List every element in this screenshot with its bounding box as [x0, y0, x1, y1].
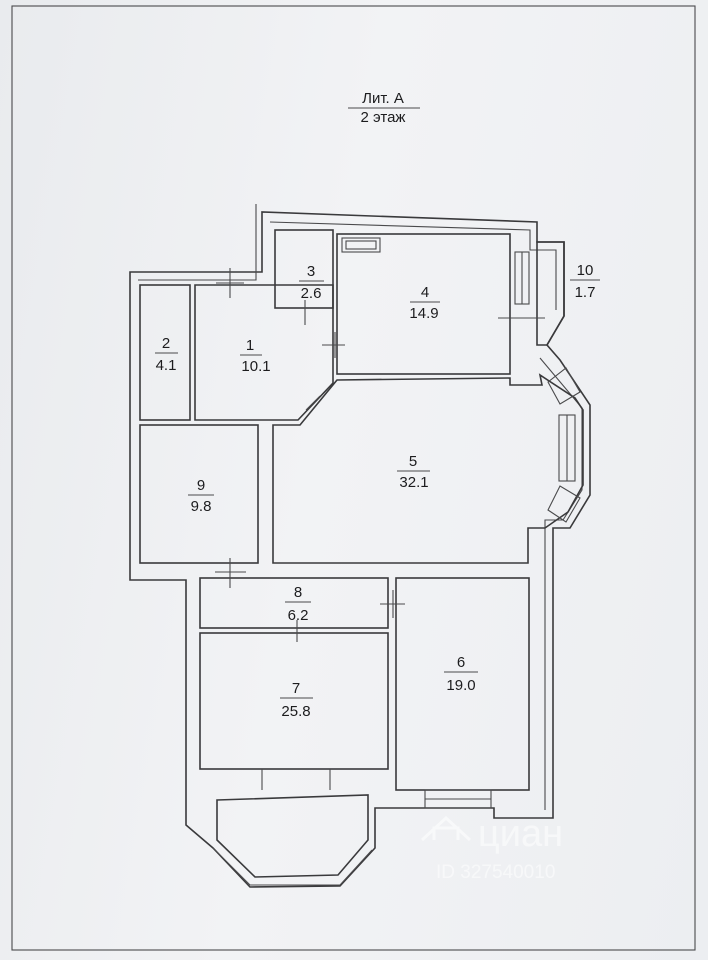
- room-4-outline: [336, 233, 511, 375]
- room-labels: 1 10.1 2 4.1 3 2.6 4 14.9 5 32.1 6 19.0 …: [155, 262, 600, 720]
- room-4-area: 14.9: [409, 305, 438, 322]
- window-balcony: [212, 847, 373, 886]
- room-9-area: 9.8: [191, 498, 212, 515]
- room-7-number: 7: [292, 680, 300, 697]
- room-9-number: 9: [197, 477, 205, 494]
- room-5-outline: [272, 373, 584, 564]
- room-10-number: 10: [577, 262, 594, 279]
- room-1-number: 1: [246, 337, 254, 354]
- room-5-area: 32.1: [399, 474, 428, 491]
- watermark-brand: циан: [478, 813, 563, 855]
- balcony-outline: [216, 794, 369, 878]
- room-2-number: 2: [162, 335, 170, 352]
- room-9-outline: [139, 424, 259, 564]
- room-1-outline: [194, 284, 334, 421]
- window-room-5-lower: [547, 485, 581, 523]
- plan-title: Лит. А: [362, 90, 404, 107]
- window-room-5-upper: [547, 367, 581, 405]
- interior-walls: [139, 229, 584, 878]
- outer-walls: [129, 204, 591, 888]
- room-8-outline: [199, 577, 389, 629]
- cabinet-icon: [341, 237, 381, 253]
- watermark-id: ID 327540010: [436, 862, 555, 883]
- plan-subtitle: 2 этаж: [361, 109, 406, 126]
- sheet-border: [11, 5, 696, 951]
- door-room-5: [305, 395, 321, 411]
- room-2-outline: [139, 284, 191, 421]
- room-7-outline: [199, 632, 389, 770]
- room-4-number: 4: [421, 284, 429, 301]
- room-8-area: 6.2: [288, 607, 309, 624]
- house-logo-icon: [420, 815, 472, 842]
- room-6-area: 19.0: [446, 677, 475, 694]
- doors: [215, 268, 545, 642]
- room-3-outline: [274, 229, 334, 309]
- room-10-area: 1.7: [575, 284, 596, 301]
- room-7-area: 25.8: [281, 703, 310, 720]
- watermark: циан ID 327540010: [420, 813, 563, 883]
- room-5-number: 5: [409, 453, 417, 470]
- room-2-area: 4.1: [156, 357, 177, 374]
- room-10-outline: [536, 241, 565, 346]
- room-6-number: 6: [457, 654, 465, 671]
- room-8-number: 8: [294, 584, 302, 601]
- windows: [212, 251, 581, 886]
- room-3-number: 3: [307, 263, 315, 280]
- room-1-area: 10.1: [241, 358, 270, 375]
- room-3-area: 2.6: [301, 285, 322, 302]
